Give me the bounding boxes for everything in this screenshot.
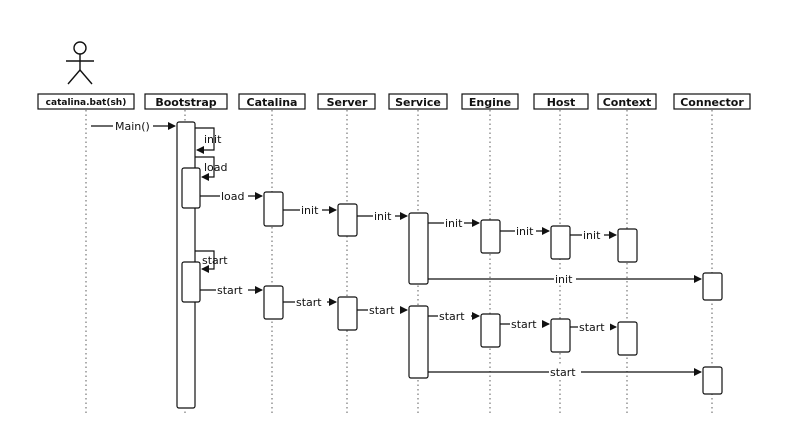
header-box-catalina bbox=[238, 93, 306, 110]
message-label-self-init: init bbox=[204, 133, 222, 146]
activation-context-init bbox=[617, 228, 638, 263]
participant-label-connector: Connector bbox=[680, 96, 744, 109]
message-label-self-load: load bbox=[204, 161, 228, 174]
message-label-catalina-server-init: init bbox=[301, 204, 319, 217]
participant-label-server: Server bbox=[327, 96, 368, 109]
participant-label-context: Context bbox=[603, 96, 652, 109]
participant-label-service: Service bbox=[395, 96, 441, 109]
message-label-backgrounds bbox=[113, 119, 610, 378]
message-arrow-self-init bbox=[195, 127, 215, 154]
activation-host-start bbox=[550, 318, 571, 353]
message-label-catalina-server-start: start bbox=[296, 296, 322, 309]
activation-server-init bbox=[337, 203, 358, 237]
participant-label-engine: Engine bbox=[469, 96, 511, 109]
participant-label-host: Host bbox=[547, 96, 576, 109]
message-label-host-context-init: init bbox=[583, 229, 601, 242]
activation-engine-start bbox=[480, 313, 501, 348]
activation-catalina-init bbox=[263, 191, 284, 227]
message-label-server-service-start: start bbox=[369, 304, 395, 317]
participant-label-bootstrap: Bootstrap bbox=[155, 96, 216, 109]
header-box-catalina-bat bbox=[37, 93, 135, 110]
message-label-service-connector-start: start bbox=[550, 366, 576, 379]
actor-figure-icon bbox=[66, 41, 94, 85]
header-box-bootstrap bbox=[144, 93, 228, 110]
header-box-connector bbox=[673, 93, 751, 110]
message-label-main: Main() bbox=[115, 120, 150, 133]
message-label-service-engine-init: init bbox=[445, 217, 463, 230]
activation-connector-start bbox=[702, 366, 723, 395]
message-label-self-start: start bbox=[202, 254, 228, 267]
message-label-engine-host-init: init bbox=[516, 225, 534, 238]
activation-bootstrap-start bbox=[181, 261, 201, 303]
activation-host-init bbox=[550, 225, 571, 260]
participant-headers bbox=[37, 93, 751, 110]
message-arrow-self-start bbox=[195, 250, 215, 273]
activation-bootstrap-load bbox=[181, 167, 201, 209]
message-arrow-self-load bbox=[195, 156, 215, 181]
participant-label-catalina: Catalina bbox=[247, 96, 298, 109]
activation-connector-init bbox=[702, 272, 723, 301]
message-label-engine-host-start: start bbox=[511, 318, 537, 331]
activation-server-start bbox=[337, 296, 358, 331]
header-box-host bbox=[533, 93, 589, 110]
header-box-context bbox=[597, 93, 657, 110]
activation-service-start bbox=[408, 305, 429, 379]
message-label-server-service-init: init bbox=[374, 210, 392, 223]
activation-catalina-start bbox=[263, 285, 284, 320]
participant-label-catalina-bat: catalina.bat(sh) bbox=[46, 98, 127, 108]
header-box-service bbox=[388, 93, 448, 110]
header-box-engine bbox=[461, 93, 519, 110]
activation-context-start bbox=[617, 321, 638, 356]
message-label-service-engine-start: start bbox=[439, 310, 465, 323]
message-label-service-connector-init: init bbox=[555, 273, 573, 286]
participant-labels: catalina.bat(sh) Bootstrap Catalina Serv… bbox=[46, 96, 745, 109]
activation-service-init bbox=[408, 212, 429, 285]
activation-bars bbox=[176, 121, 723, 409]
message-label-load: load bbox=[221, 190, 245, 203]
message-label-start: start bbox=[217, 284, 243, 297]
message-labels: Main() init load load init init init ini… bbox=[115, 120, 605, 379]
activation-engine-init bbox=[480, 219, 501, 254]
message-label-host-context-start: start bbox=[579, 321, 605, 334]
header-box-server bbox=[317, 93, 376, 110]
